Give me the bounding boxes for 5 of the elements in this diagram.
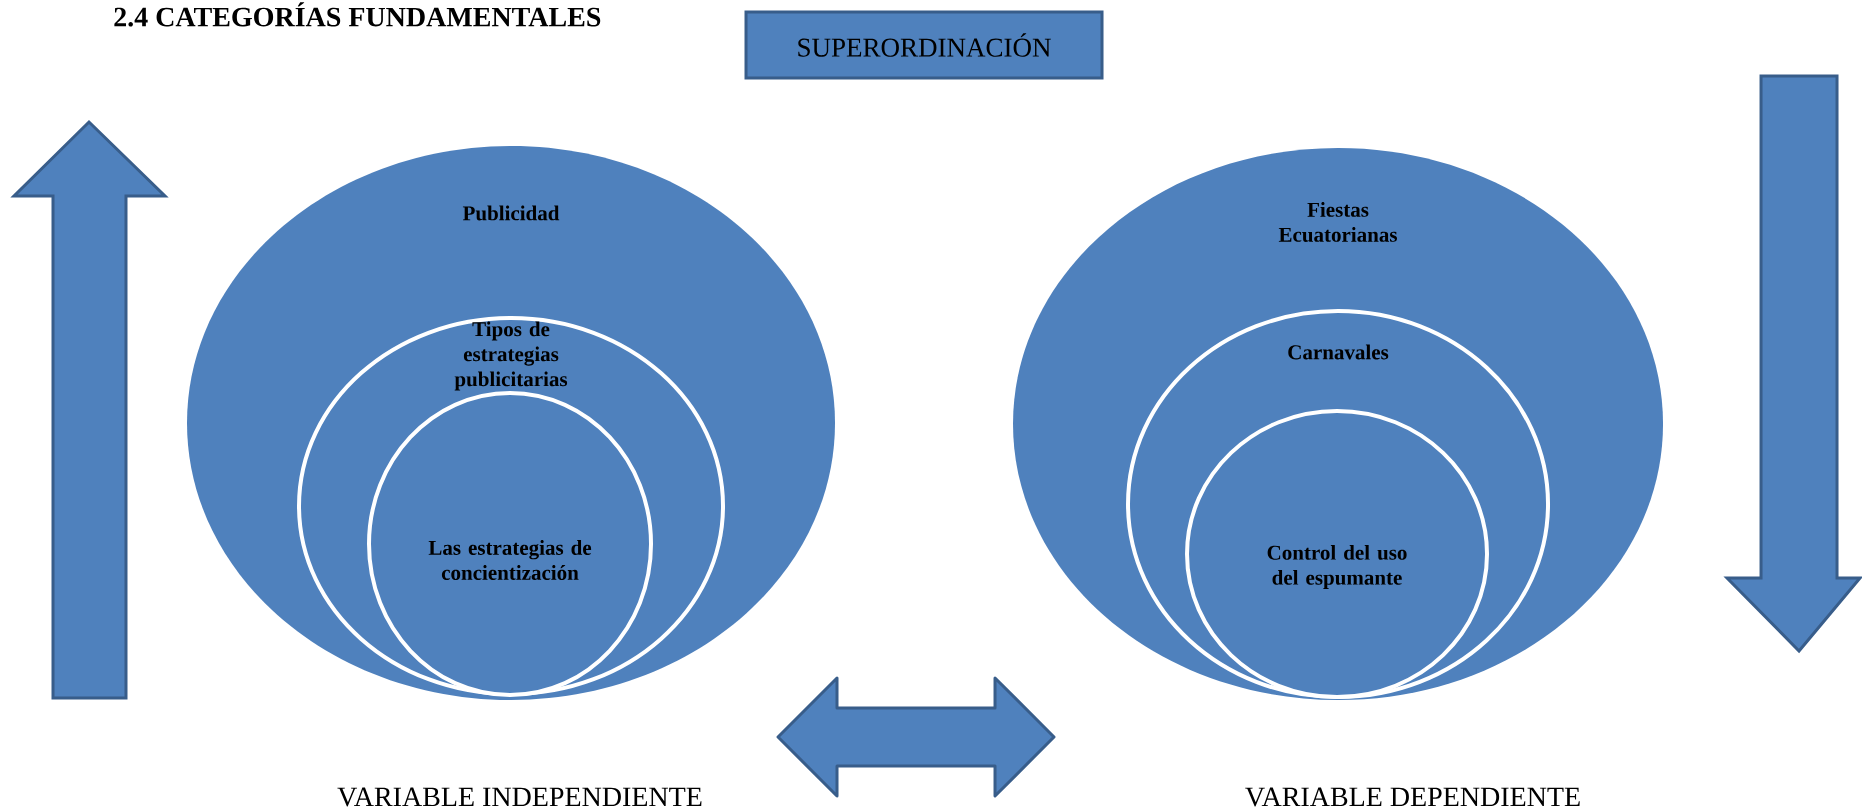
heading: 2.4 CATEGORÍAS FUNDAMENTALES xyxy=(114,2,601,27)
variable-label: VARIABLE DEPENDIENTE xyxy=(1245,787,1580,807)
variable-label: VARIABLE INDEPENDIENTE xyxy=(337,787,702,807)
double-arrow xyxy=(776,676,1056,798)
label-box: SUPERORDINACIÓN xyxy=(744,10,1104,80)
